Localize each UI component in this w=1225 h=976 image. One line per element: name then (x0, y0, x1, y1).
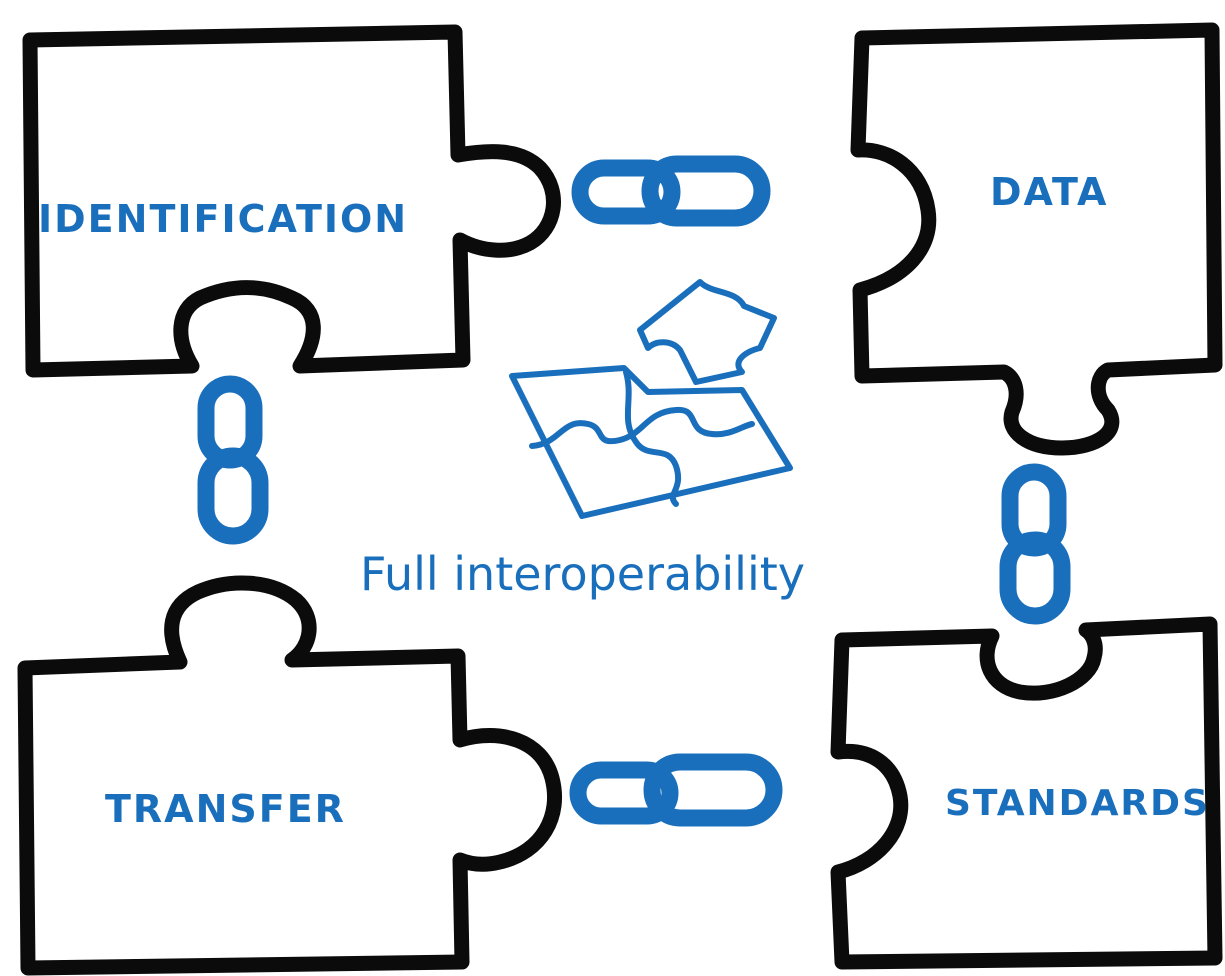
mini-puzzle-seam-vertical (623, 369, 681, 507)
puzzle-piece-transfer-outline (17, 575, 563, 976)
chain-link-top-right (641, 155, 771, 227)
chain-link-right-lower (999, 531, 1071, 625)
mini-puzzle-loose-piece (637, 279, 777, 385)
chain-link-bottom (569, 753, 783, 827)
puzzle-piece-standards: STANDARDS (830, 616, 1223, 970)
mini-puzzle-seam-horizontal (529, 406, 755, 449)
mini-puzzle-outline (509, 365, 793, 519)
caption-full-interoperability: Full interoperability (360, 547, 805, 601)
label-standards: STANDARDS (945, 783, 1210, 824)
label-data: DATA (990, 170, 1108, 214)
label-identification: IDENTIFICATION (38, 197, 408, 241)
chain-link-left (197, 375, 269, 545)
chain-link-bottom-left (569, 761, 679, 825)
assembled-puzzle-icon (509, 279, 793, 519)
chain-link-left-lower (197, 447, 269, 545)
puzzle-piece-data-outline (850, 22, 1223, 456)
label-transfer: TRANSFER (105, 787, 346, 831)
puzzle-piece-identification-outline (22, 24, 561, 378)
puzzle-piece-transfer: TRANSFER (17, 575, 563, 976)
chain-link-bottom-right (643, 753, 783, 827)
puzzle-piece-standards-outline (830, 616, 1223, 970)
puzzle-piece-identification: IDENTIFICATION (22, 24, 561, 378)
puzzle-piece-data: DATA (850, 22, 1223, 456)
chain-link-top-left (571, 159, 681, 225)
chain-link-right (999, 463, 1071, 625)
chain-link-top (571, 155, 771, 227)
